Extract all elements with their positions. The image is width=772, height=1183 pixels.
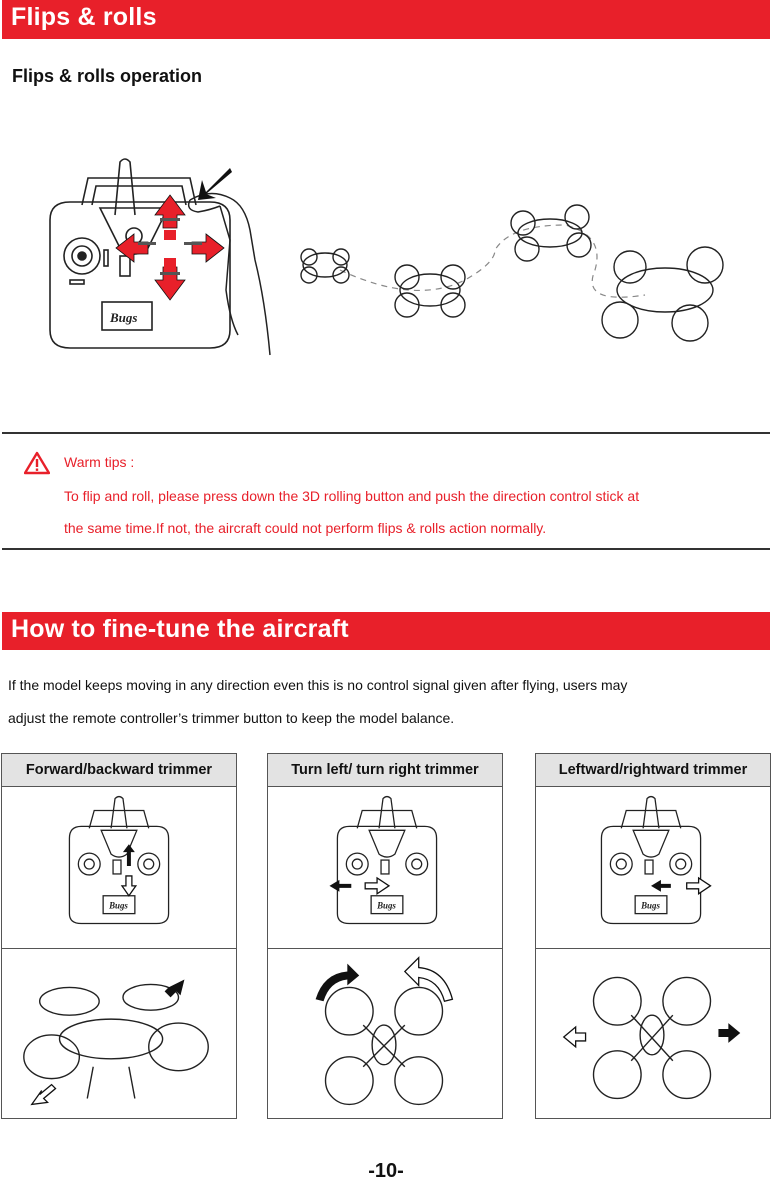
remote-brand-label: Bugs: [640, 901, 660, 911]
trimmer-panel-forward-backward: Forward/backward trimmer Bugs: [1, 753, 237, 1119]
divider: [268, 948, 502, 949]
arrow-left-icon: [651, 879, 671, 892]
warm-tips-box: Warm tips : To flip and roll, please pre…: [2, 432, 770, 550]
remote-brand-label: Bugs: [109, 310, 137, 325]
trimmer-header: Turn left/ turn right trimmer: [268, 754, 502, 787]
drone-tilt-illustration: [23, 979, 209, 1106]
drone-flip-path-illustration: [300, 204, 724, 342]
warm-tips-title: Warm tips :: [64, 454, 135, 470]
trimmer-panel-turn: Turn left/ turn right trimmer Bugs: [267, 753, 503, 1119]
arrow-right-icon: [686, 876, 712, 895]
trimmer-panel-left-right: Leftward/rightward trimmer Bugs: [535, 753, 771, 1119]
page-number: -10-: [368, 1160, 404, 1182]
remote-brand-label: Bugs: [376, 901, 396, 911]
drone-top-view-illustration: [562, 976, 741, 1100]
section-title: How to fine-tune the aircraft: [11, 615, 349, 643]
intro-paragraph-line: If the model keeps moving in any directi…: [8, 677, 628, 693]
arrow-right-icon: [364, 876, 391, 895]
arrow-icon: [164, 979, 185, 998]
arrow-up-icon: [122, 844, 135, 867]
arrow-left-icon: [329, 879, 352, 892]
divider: [2, 948, 236, 949]
remote-brand-label: Bugs: [108, 901, 128, 911]
remote-controller-icon: Bugs: [329, 795, 438, 925]
section-title: Flips & rolls: [11, 3, 157, 31]
drone-top-view-illustration: [315, 956, 454, 1106]
remote-controller-icon: Bugs: [600, 795, 712, 925]
warning-triangle-icon: [24, 451, 50, 475]
section-banner-flips: Flips & rolls: [2, 0, 770, 39]
arrow-down-icon: [120, 875, 138, 897]
remote-controller-icon: Bugs: [68, 795, 170, 925]
turn-left-arrow-icon: [315, 963, 360, 1002]
warm-tips-line: the same time.If not, the aircraft could…: [64, 520, 547, 536]
turn-right-arrow-icon: [403, 956, 454, 1003]
subheading: Flips & rolls operation: [12, 66, 203, 86]
warm-tips-line: To flip and roll, please press down the …: [64, 488, 640, 504]
arrow-right-icon: [718, 1023, 741, 1043]
trimmer-header: Forward/backward trimmer: [2, 754, 236, 787]
arrow-icon: [30, 1083, 57, 1106]
intro-paragraph-line: adjust the remote controller’s trimmer b…: [8, 710, 455, 726]
trimmer-header: Leftward/rightward trimmer: [536, 754, 770, 787]
divider: [536, 948, 770, 949]
arrow-left-icon: [562, 1025, 587, 1049]
remote-controller-flip-illustration: Bugs: [49, 158, 271, 356]
section-banner-fine-tune: How to fine-tune the aircraft: [2, 612, 770, 650]
